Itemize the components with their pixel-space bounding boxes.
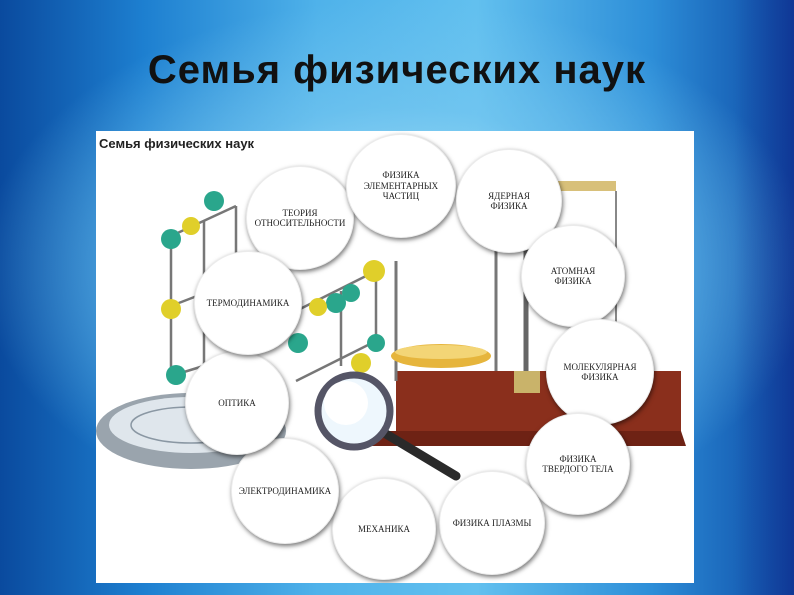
atom [166, 365, 186, 385]
field-bubble-mechanics: Механика [332, 478, 436, 580]
scale-weight [514, 371, 540, 393]
slide-title: Семья физических наук [147, 48, 647, 92]
field-bubble-electrodynamics: Электродинамика [231, 438, 339, 544]
scale-base-front [366, 431, 686, 446]
field-bubble-elementary: Физика элементарных частиц [346, 134, 456, 238]
atom [351, 353, 371, 373]
atom [367, 334, 385, 352]
scale-beam [551, 181, 616, 191]
diagram-panel: Семья физических наук Теория относительн… [96, 131, 694, 583]
lattice-bar [170, 204, 237, 238]
atom [342, 284, 360, 302]
magnifier-illustration [314, 371, 461, 481]
atom [363, 260, 385, 282]
atom [326, 293, 346, 313]
scale-pan-top [395, 345, 487, 359]
field-bubble-molecular: Молекулярная физика [546, 319, 654, 425]
lattice-bar [295, 339, 377, 383]
field-bubble-optics: Оптика [185, 351, 289, 455]
field-bubble-solid-state: Физика твердого тела [526, 413, 630, 515]
field-bubble-thermodynamics: Термодинамика [194, 251, 302, 355]
atom [288, 333, 308, 353]
atom [161, 299, 181, 319]
lattice-bar [295, 269, 377, 313]
field-bubble-atomic: Атомная физика [521, 225, 625, 327]
atom [161, 229, 181, 249]
atom [182, 217, 200, 235]
field-bubble-plasma: Физика плазмы [439, 471, 545, 575]
magnifier-handle [376, 426, 461, 481]
magnifier-highlight [324, 381, 368, 425]
atom [204, 191, 224, 211]
atom [309, 298, 327, 316]
panel-title: Семья физических наук [99, 136, 255, 151]
